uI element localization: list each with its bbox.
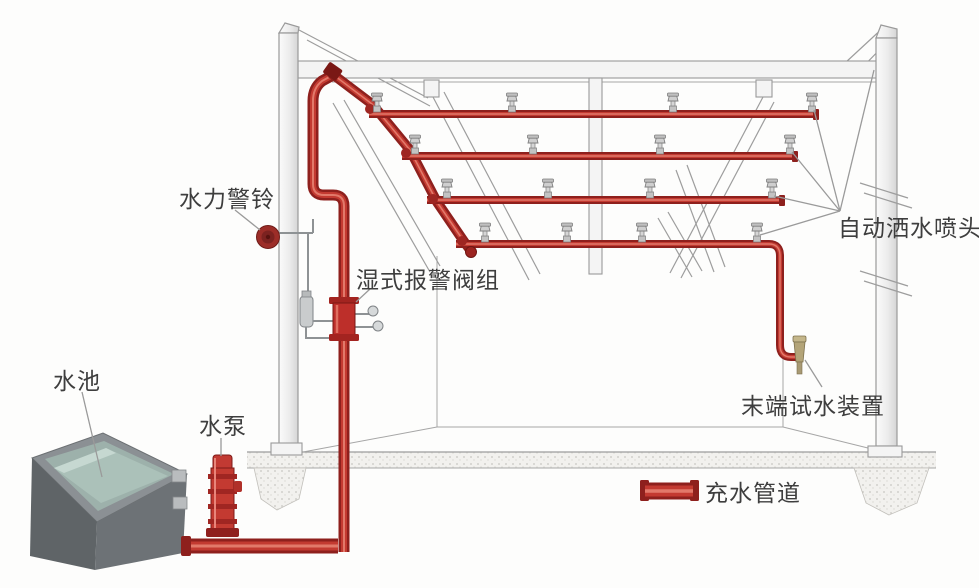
- pressure-gauge-1: [367, 305, 379, 317]
- inclined-edge-beam: [332, 102, 431, 273]
- tank-front-right-wall: [95, 474, 187, 570]
- legend-water-filled-pipe-label: 充水管道: [705, 481, 801, 507]
- wet-alarm-valve-assembly: [279, 219, 384, 341]
- ceiling-beam: [297, 60, 878, 79]
- left-column: [278, 32, 299, 445]
- sprinkler-head-icon: [542, 178, 554, 199]
- left-column-cap: [277, 22, 300, 34]
- branch-tee-4: [457, 236, 467, 246]
- retard-chamber: [299, 295, 314, 328]
- tank-wall-fitting-1: [171, 469, 187, 483]
- suction-flange: [181, 536, 191, 556]
- piping-network: [181, 62, 819, 556]
- sprinkler-head-icon: [636, 222, 648, 243]
- sprinkler-head-icon: [479, 222, 491, 243]
- sprinkler-head-icon: [667, 92, 679, 113]
- sprinkler-head-icon: [654, 134, 666, 155]
- pump-base-flange: [206, 528, 239, 537]
- right-column: [875, 37, 898, 447]
- label-water-tank: 水池: [53, 369, 101, 395]
- leader-fan-sprinklers: [759, 69, 875, 236]
- label-end-test-water-device: 末端试水装置: [741, 394, 885, 420]
- labels: 水池 水泵 水力警铃 湿式报警阀组 自动洒水喷头 末端试水装置: [53, 187, 979, 440]
- floor-slab: [247, 451, 936, 516]
- leader-lines: [81, 69, 875, 478]
- ceiling-stub-2: [755, 79, 773, 98]
- right-column-foundation: [853, 467, 930, 516]
- tank-wall-fitting-2: [172, 496, 188, 510]
- floor-edge-left: [302, 426, 438, 453]
- valve-top-flange: [329, 297, 359, 304]
- sprinkler-head-icon: [751, 222, 763, 243]
- floor-band: [247, 452, 936, 468]
- branch-tee-1: [365, 104, 375, 114]
- sprinkler-head-icon: [561, 222, 573, 243]
- column-break-marks: [859, 182, 913, 297]
- sprinkler-head-icon: [527, 134, 539, 155]
- ceiling-joist-b: [675, 169, 715, 273]
- label-automatic-sprinkler-heads: 自动洒水喷头: [838, 216, 979, 242]
- hydraulic-alarm-bell: [256, 225, 280, 249]
- feed-main-top-elbow: [323, 62, 343, 81]
- sprinkler-head-icon: [806, 92, 818, 113]
- pressure-gauge-2: [372, 320, 384, 332]
- leader-end-test-device: [804, 359, 823, 388]
- leader-valve-set: [355, 288, 371, 303]
- water-tank: [30, 432, 189, 570]
- label-hydraulic-alarm-bell: 水力警铃: [179, 187, 275, 213]
- right-column-cap: [875, 24, 898, 39]
- sprinkler-head-icon: [506, 92, 518, 113]
- tank-front-left-wall: [30, 458, 97, 570]
- valve-bottom-flange: [329, 334, 359, 341]
- center-hanger: [588, 77, 603, 275]
- tank-water-highlight: [54, 448, 116, 473]
- pump-side-port: [234, 481, 242, 492]
- sprinkler-head-icon: [441, 178, 453, 199]
- sprinkler-head-icon: [784, 134, 796, 155]
- floor-edge-right: [782, 426, 877, 451]
- end-test-water-device: [792, 335, 807, 375]
- sprinkler-head-icon: [644, 178, 656, 199]
- ceiling-joist-a: [432, 96, 530, 281]
- legend: 充水管道: [640, 480, 801, 507]
- left-column-foundation: [253, 467, 307, 511]
- label-water-pump: 水泵: [199, 414, 247, 440]
- fire-pump: [206, 454, 242, 537]
- branch-tee-3: [428, 194, 438, 204]
- ceiling-stub-1: [423, 79, 440, 98]
- leader-alarm-bell: [234, 209, 261, 231]
- label-wet-alarm-valve-set: 湿式报警阀组: [356, 268, 500, 294]
- leader-water-tank: [81, 391, 103, 478]
- building-structure: [270, 22, 913, 458]
- sprinkler-head-icon: [766, 178, 778, 199]
- branch-tee-2: [401, 148, 411, 158]
- branch3-end-cap: [779, 195, 785, 206]
- feed-main-end-cap: [465, 246, 477, 258]
- right-column-pedestal: [867, 445, 903, 458]
- left-column-pedestal: [270, 442, 303, 456]
